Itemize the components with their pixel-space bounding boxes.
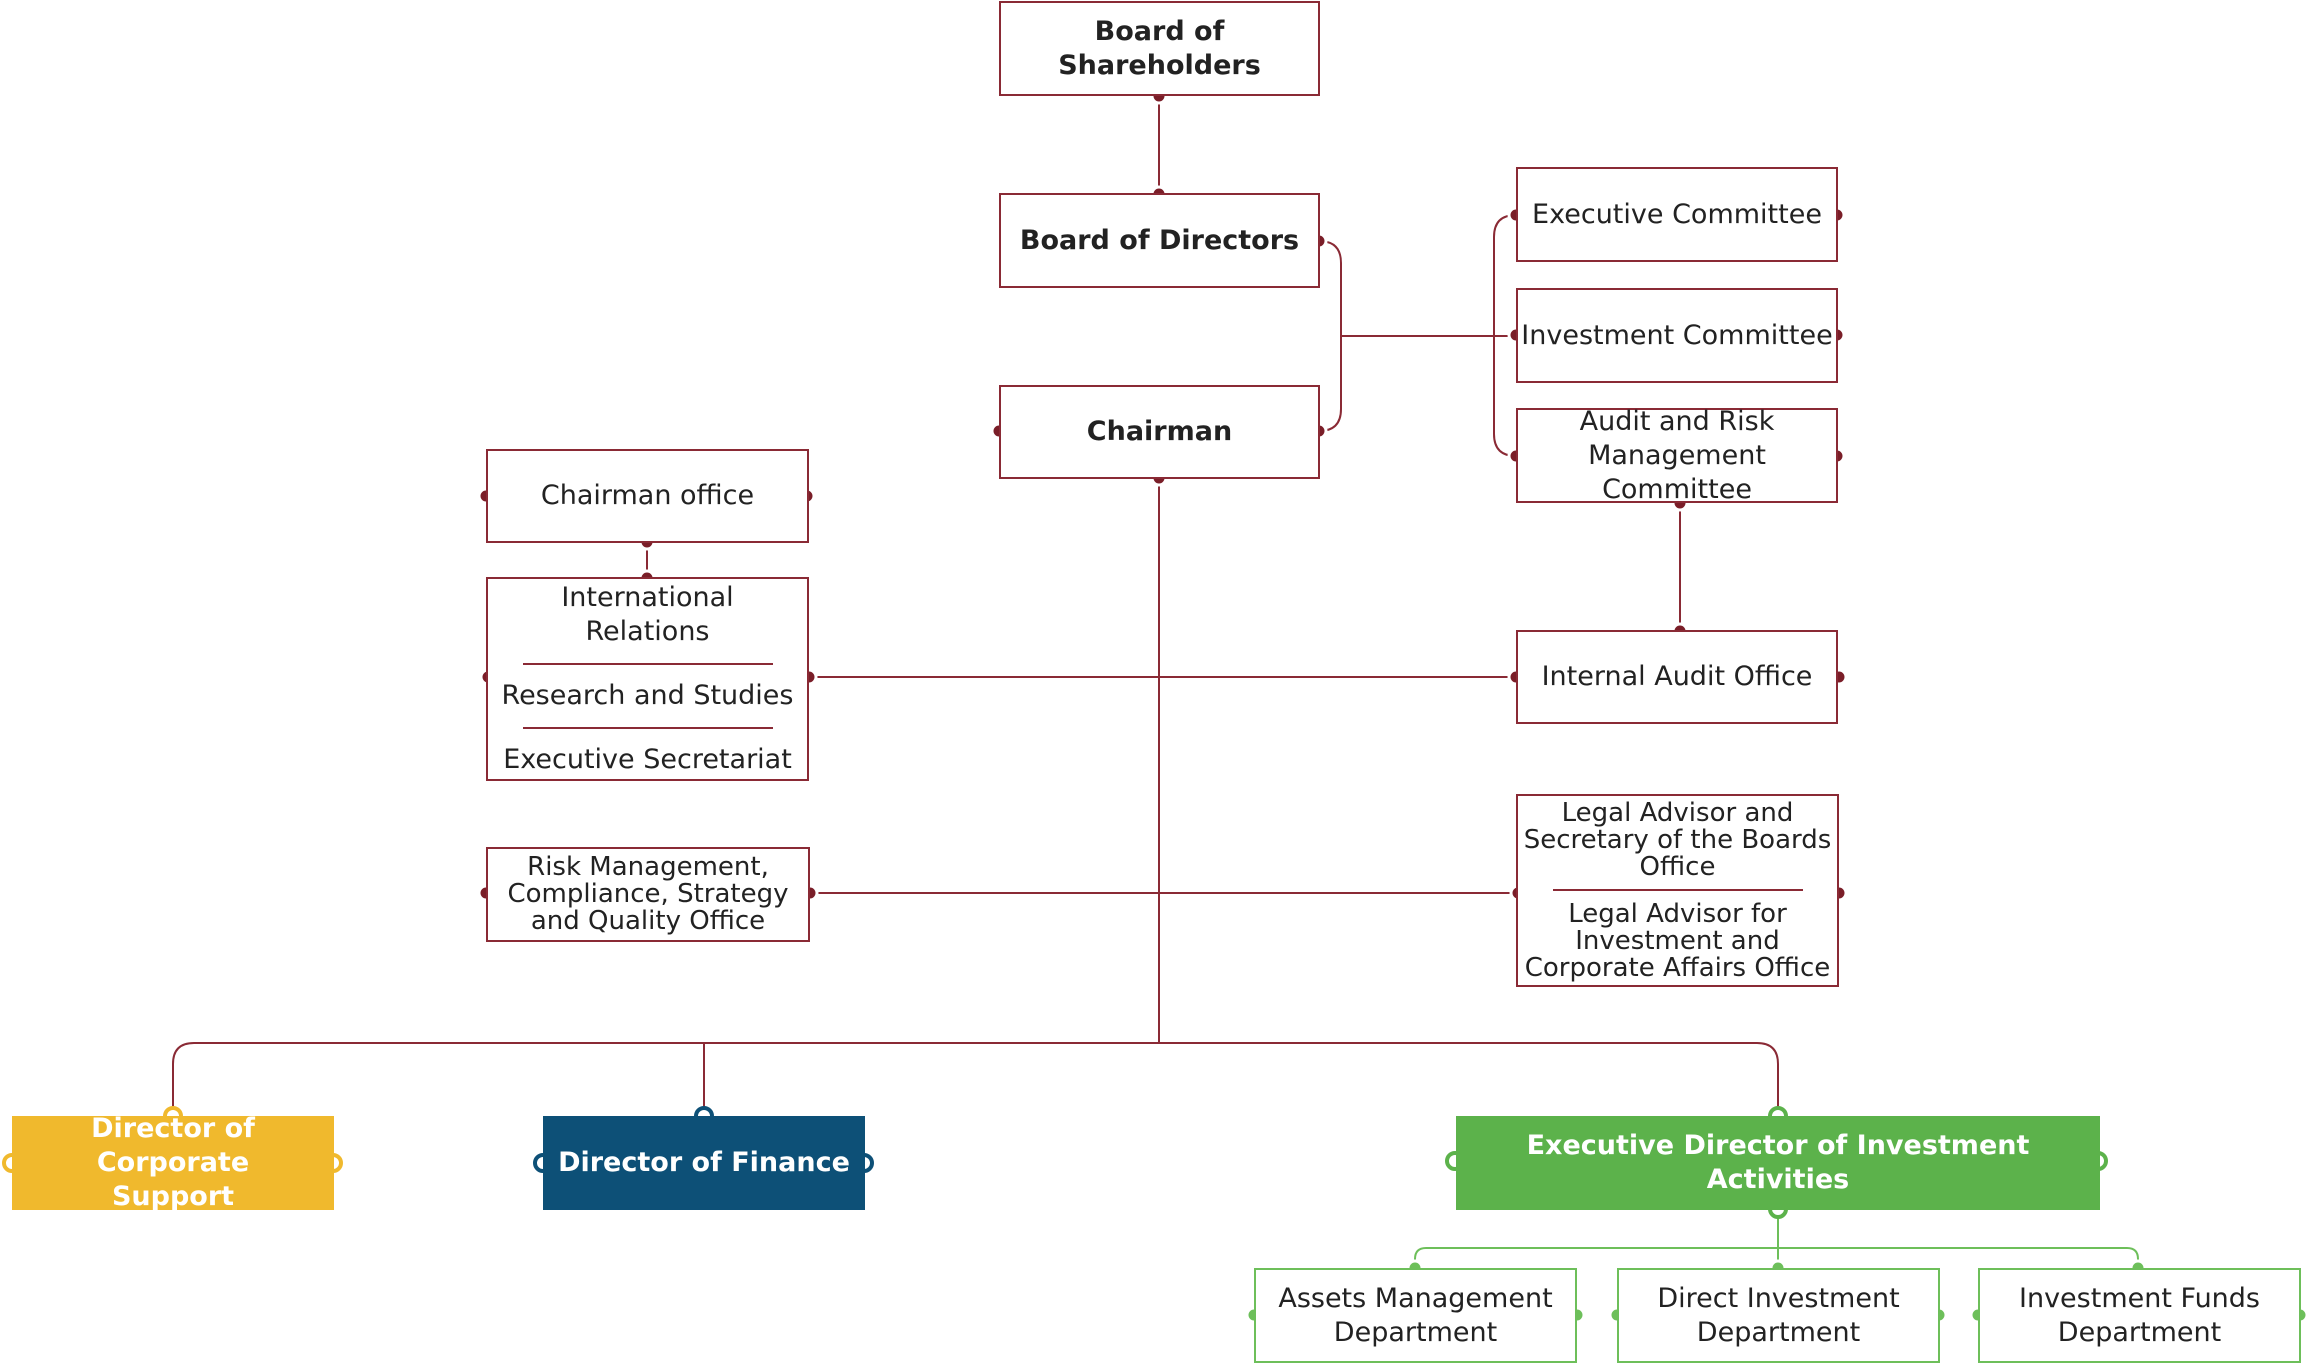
legal-advisor-a-line1: Legal Advisor and bbox=[1561, 797, 1794, 828]
audit-risk-committee-box: Audit and Risk Management Committee bbox=[1516, 405, 1838, 505]
legal-advisor-box: Legal Advisor and Secretary of the Board… bbox=[1516, 794, 1839, 987]
connector-directors-row bbox=[172, 1042, 1779, 1116]
executive-committee-label: Executive Committee bbox=[1532, 198, 1822, 230]
executive-committee-box: Executive Committee bbox=[1516, 167, 1838, 262]
chairman-label: Chairman bbox=[1086, 416, 1233, 447]
director-finance-label: Director of Finance bbox=[558, 1147, 850, 1178]
board-of-shareholders-label: Board of Shareholders bbox=[1058, 15, 1261, 81]
assets-management-line2: Department bbox=[1333, 1316, 1498, 1348]
audit-risk-committee-line1: Audit and Risk bbox=[1579, 405, 1775, 437]
chairman-box: Chairman bbox=[999, 385, 1320, 479]
internal-audit-office-box: Internal Audit Office bbox=[1516, 630, 1838, 724]
investment-funds-department-box: Investment Funds Department bbox=[1978, 1268, 2301, 1363]
legal-divider bbox=[1552, 888, 1803, 891]
direct-investment-line1: Direct Investment bbox=[1657, 1282, 1900, 1314]
connector-departments-row bbox=[1414, 1247, 2139, 1268]
risk-office-line2: Compliance, Strategy bbox=[507, 879, 789, 909]
risk-office-line3: and Quality Office bbox=[530, 906, 766, 936]
chairman-office-box: Chairman office bbox=[486, 449, 809, 543]
legal-advisor-a-line2: Secretary of the Boards bbox=[1523, 824, 1832, 855]
assets-management-department-box: Assets Management Department bbox=[1254, 1268, 1577, 1363]
unit-divider bbox=[522, 727, 773, 729]
direct-investment-line2: Department bbox=[1696, 1316, 1861, 1348]
board-of-directors-box: Board of Directors bbox=[999, 193, 1320, 288]
office-units-box: International Relations Research and Stu… bbox=[486, 577, 809, 781]
unit-divider bbox=[522, 663, 773, 665]
audit-risk-committee-line2: Management Committee bbox=[1588, 439, 1766, 505]
director-finance-box: Director of Finance bbox=[543, 1116, 865, 1210]
legal-advisor-a-line3: Office bbox=[1639, 851, 1716, 882]
connector-directors-chairman-bracket bbox=[1318, 240, 1342, 432]
executive-director-investment-label: Executive Director of Investment Activit… bbox=[1526, 1130, 2030, 1195]
research-studies-label: Research and Studies bbox=[501, 680, 794, 711]
director-corporate-support-box: Director of Corporate Support bbox=[12, 1113, 334, 1212]
internal-audit-office-label: Internal Audit Office bbox=[1541, 661, 1813, 692]
director-corporate-support-line2: Support bbox=[111, 1181, 235, 1212]
legal-advisor-b-line3: Corporate Affairs Office bbox=[1524, 952, 1831, 983]
legal-advisor-b-line1: Legal Advisor for bbox=[1568, 898, 1787, 929]
international-relations-label: International Relations bbox=[561, 582, 734, 647]
board-of-directors-label: Board of Directors bbox=[1019, 224, 1300, 256]
investment-funds-line1: Investment Funds bbox=[2019, 1282, 2260, 1314]
risk-compliance-office-box: Risk Management, Compliance, Strategy an… bbox=[486, 847, 810, 942]
investment-funds-line2: Department bbox=[2057, 1316, 2222, 1348]
director-corporate-support-line1: Director of Corporate bbox=[91, 1113, 255, 1178]
investment-committee-box: Investment Committee bbox=[1516, 288, 1838, 383]
investment-committee-label: Investment Committee bbox=[1521, 319, 1833, 351]
connector-committees-bracket bbox=[1493, 214, 1517, 457]
executive-director-investment-box: Executive Director of Investment Activit… bbox=[1456, 1116, 2100, 1210]
board-of-shareholders-box: Board of Shareholders bbox=[999, 1, 1320, 96]
legal-advisor-b-line2: Investment and bbox=[1575, 925, 1780, 956]
chairman-office-label: Chairman office bbox=[540, 480, 755, 511]
assets-management-line1: Assets Management bbox=[1278, 1282, 1553, 1314]
risk-office-line1: Risk Management, bbox=[527, 852, 769, 882]
executive-secretariat-label: Executive Secretariat bbox=[503, 744, 792, 775]
direct-investment-department-box: Direct Investment Department bbox=[1617, 1268, 1940, 1363]
